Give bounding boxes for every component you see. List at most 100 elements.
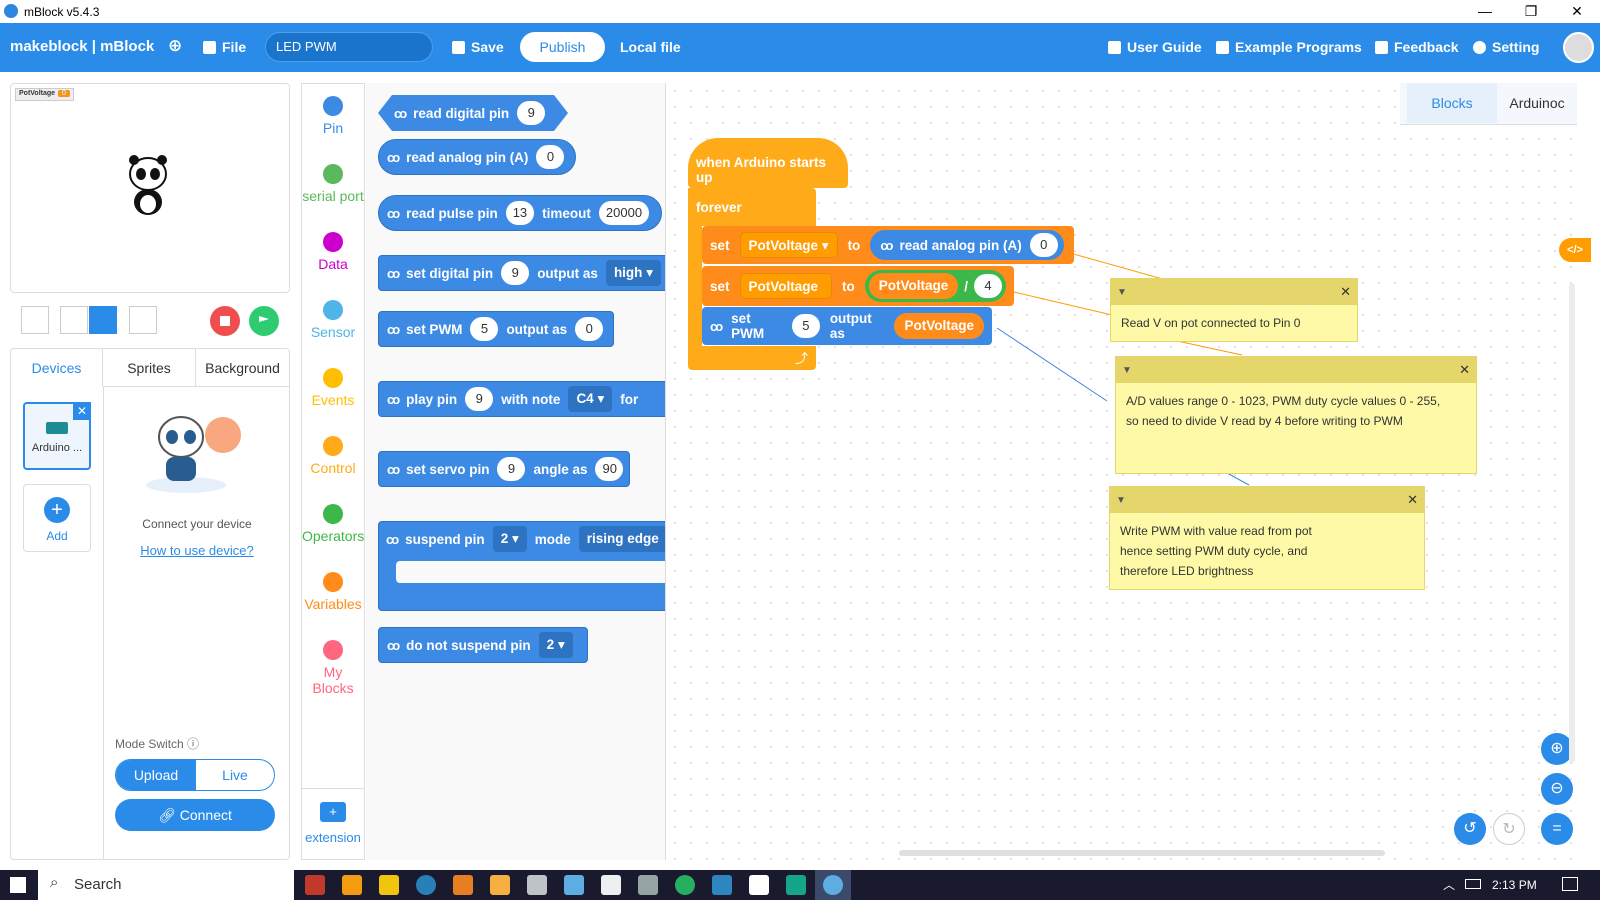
pin-input[interactable]: 13 <box>505 201 535 225</box>
variable-reporter[interactable]: PotVoltage <box>868 273 959 299</box>
variable-dropdown[interactable]: PotVoltage ▾ <box>739 273 832 320</box>
example-programs-button[interactable]: Example Programs <box>1216 39 1362 55</box>
category-operators[interactable]: Operators <box>302 504 364 544</box>
add-device-button[interactable]: + Add <box>23 484 91 552</box>
help-icon[interactable]: ⓘ <box>187 737 200 751</box>
zoom-out-button[interactable]: ⊖ <box>1541 773 1573 805</box>
file-menu[interactable]: File <box>203 39 246 55</box>
arduino-icon[interactable] <box>786 875 806 895</box>
minimize-button[interactable]: — <box>1478 3 1492 19</box>
extension-button[interactable]: +extension <box>302 802 364 845</box>
category-events[interactable]: Events <box>302 368 364 408</box>
user-guide-button[interactable]: User Guide <box>1108 39 1202 55</box>
feedback-button[interactable]: Feedback <box>1375 39 1459 55</box>
app-icon[interactable] <box>564 875 584 895</box>
app-icon[interactable] <box>342 875 362 895</box>
tab-arduinoc[interactable]: Arduinoc <box>1509 95 1565 111</box>
note-text[interactable]: A/D values range 0 - 1023, PWM duty cycl… <box>1126 394 1441 428</box>
output-input[interactable]: 0 <box>575 317 604 341</box>
note-text[interactable]: Read V on pot connected to Pin 0 <box>1121 316 1301 330</box>
pin-input[interactable]: 5 <box>791 314 820 338</box>
category-serial-port[interactable]: serial port <box>302 164 364 204</box>
variable-reporter[interactable]: PotVoltage <box>894 313 984 339</box>
green-flag-button[interactable] <box>249 306 279 336</box>
collapse-icon[interactable]: ▼ <box>1117 287 1127 298</box>
app-icon[interactable] <box>305 875 325 895</box>
app-icon[interactable] <box>638 875 658 895</box>
tab-devices[interactable]: Devices <box>11 349 103 387</box>
remove-device-icon[interactable]: ✕ <box>73 402 91 420</box>
zoom-reset-button[interactable]: = <box>1541 813 1573 845</box>
divide-operator-block[interactable]: PotVoltage/4 <box>864 270 1006 302</box>
battery-icon[interactable] <box>1465 879 1481 889</box>
divisor-input[interactable]: 4 <box>974 274 1002 298</box>
app-icon[interactable] <box>601 875 621 895</box>
comment-note-3[interactable]: ▼✕Write PWM with value read from pot hen… <box>1109 486 1425 590</box>
pin-dropdown[interactable]: 2 ▾ <box>492 526 527 552</box>
note-text[interactable]: Write PWM with value read from pot hence… <box>1120 524 1312 578</box>
variable-dropdown[interactable]: PotVoltage ▾ <box>739 232 838 258</box>
collapse-icon[interactable]: ▼ <box>1116 495 1126 506</box>
redo-button[interactable]: ↻ <box>1493 813 1525 845</box>
publish-button[interactable]: Publish <box>520 32 605 62</box>
category-pin[interactable]: Pin <box>302 96 364 136</box>
app-icon[interactable] <box>527 875 547 895</box>
hat-block[interactable]: when Arduino starts up <box>688 138 848 188</box>
timeout-input[interactable]: 20000 <box>598 201 650 225</box>
category-control[interactable]: Control <box>302 436 364 476</box>
normal-stage-button[interactable] <box>89 306 117 334</box>
pin-input[interactable]: 5 <box>470 317 499 341</box>
tray-chevron-icon[interactable]: ︿ <box>1443 878 1456 892</box>
category-sensor[interactable]: Sensor <box>302 300 364 340</box>
set-pwm-block[interactable]: ᴄᴏ set PWM 5 output as PotVoltage <box>702 307 992 345</box>
pin-input[interactable]: 9 <box>497 457 526 481</box>
comment-note-1[interactable]: ▼ ✕ Read V on pot connected to Pin 0 <box>1110 278 1358 342</box>
close-note-icon[interactable]: ✕ <box>1340 284 1351 299</box>
folder-icon[interactable] <box>379 875 399 895</box>
clock[interactable]: 2:13 PM <box>1492 878 1537 892</box>
comment-note-2[interactable]: ▼✕A/D values range 0 - 1023, PWM duty cy… <box>1115 356 1477 474</box>
panda-sprite[interactable] <box>126 154 171 219</box>
angle-input[interactable]: 90 <box>595 457 624 481</box>
forever-block[interactable]: forever <box>688 188 816 226</box>
project-name-input[interactable]: LED PWM <box>265 32 433 62</box>
close-button[interactable]: ✕ <box>1571 3 1583 19</box>
notification-icon[interactable] <box>1562 877 1578 891</box>
how-to-use-device-link[interactable]: How to use device? <box>140 543 254 558</box>
word-icon[interactable] <box>712 875 732 895</box>
horizontal-scrollbar[interactable] <box>899 850 1385 856</box>
connect-button[interactable]: 🔗︎ Connect <box>115 799 275 831</box>
grid-view-button[interactable] <box>129 306 157 334</box>
tab-background[interactable]: Background <box>196 349 289 387</box>
app-icon[interactable] <box>490 875 510 895</box>
stop-button[interactable] <box>210 306 240 336</box>
undo-button[interactable]: ↺ <box>1454 813 1486 845</box>
code-toggle-icon[interactable]: </> <box>1559 238 1591 262</box>
local-file-button[interactable]: Local file <box>620 39 681 55</box>
pin-input[interactable]: 9 <box>501 261 530 285</box>
app-icon[interactable] <box>749 875 769 895</box>
tab-sprites[interactable]: Sprites <box>103 349 196 387</box>
pin-dropdown[interactable]: 2 ▾ <box>538 632 573 658</box>
restore-button[interactable]: ❐ <box>1524 3 1538 19</box>
mblock-taskbar-button[interactable] <box>815 870 851 900</box>
small-stage-button[interactable] <box>21 306 49 334</box>
output-dropdown[interactable]: high ▾ <box>605 260 661 286</box>
arduino-device-card[interactable]: ✕ Arduino ... <box>23 402 91 470</box>
script-canvas[interactable]: Blocks Arduinoc </> when Arduino starts … <box>667 83 1591 860</box>
note-dropdown[interactable]: C4 ▾ <box>568 386 613 412</box>
upload-mode-button[interactable]: Upload <box>116 760 196 790</box>
pin-input[interactable]: 0 <box>1029 233 1058 257</box>
user-avatar[interactable] <box>1563 32 1594 63</box>
edge-icon[interactable] <box>416 875 436 895</box>
windows-start-icon[interactable] <box>10 877 26 893</box>
setting-button[interactable]: Setting <box>1473 39 1539 55</box>
